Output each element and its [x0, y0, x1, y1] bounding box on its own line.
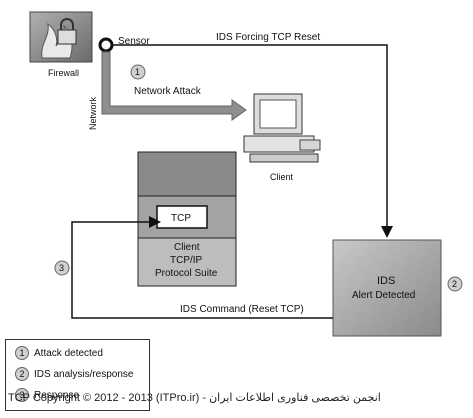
client-stack [137, 151, 237, 287]
legend-box: 1 Attack detected 2 IDS analysis/respons… [5, 339, 150, 411]
legend-item: 1 Attack detected [15, 346, 103, 360]
step-3-badge [54, 260, 70, 276]
stack-line-1: Client [174, 242, 200, 253]
legend-text: Response [34, 389, 80, 401]
ids-line-2: Alert Detected [352, 290, 415, 301]
legend-item: 3 Response [15, 388, 79, 402]
firewall-icon [29, 11, 93, 63]
client-label: Client [270, 172, 294, 182]
ids-line-1: IDS [377, 275, 395, 287]
network-label: Network [88, 96, 98, 130]
legend-number: 1 [15, 346, 29, 360]
legend-text: IDS analysis/response [34, 368, 134, 380]
sensor-node [98, 37, 114, 53]
ids-forcing-label: IDS Forcing TCP Reset [216, 32, 320, 43]
ids-command-line [71, 216, 333, 319]
step-1-label: 1 [135, 67, 140, 77]
copyright-footer: TCP Copyright © 2012 - 2013 (ITPro.ir) -… [8, 392, 381, 404]
sensor-label: Sensor [118, 36, 150, 47]
stack-line-2: TCP/IP [170, 255, 203, 266]
firewall-label: Firewall [48, 68, 79, 78]
step-3-label: 3 [59, 263, 64, 273]
client-computer-icon [243, 93, 321, 163]
step-2-label: 2 [452, 279, 457, 289]
legend-text: Attack detected [34, 347, 103, 359]
network-attack-label: Network Attack [134, 86, 202, 97]
tcp-label: TCP [171, 213, 191, 224]
legend-item: 2 IDS analysis/response [15, 367, 134, 381]
network-attack-arrow [101, 51, 247, 121]
legend-number: 2 [15, 367, 29, 381]
ids-reset-line [112, 44, 393, 238]
step-1-badge [130, 64, 146, 80]
ids-box [332, 239, 442, 337]
ids-command-label: IDS Command (Reset TCP) [180, 304, 304, 315]
step-2-badge [447, 276, 463, 292]
legend-number: 3 [15, 388, 29, 402]
stack-line-3: Protocol Suite [155, 268, 218, 279]
